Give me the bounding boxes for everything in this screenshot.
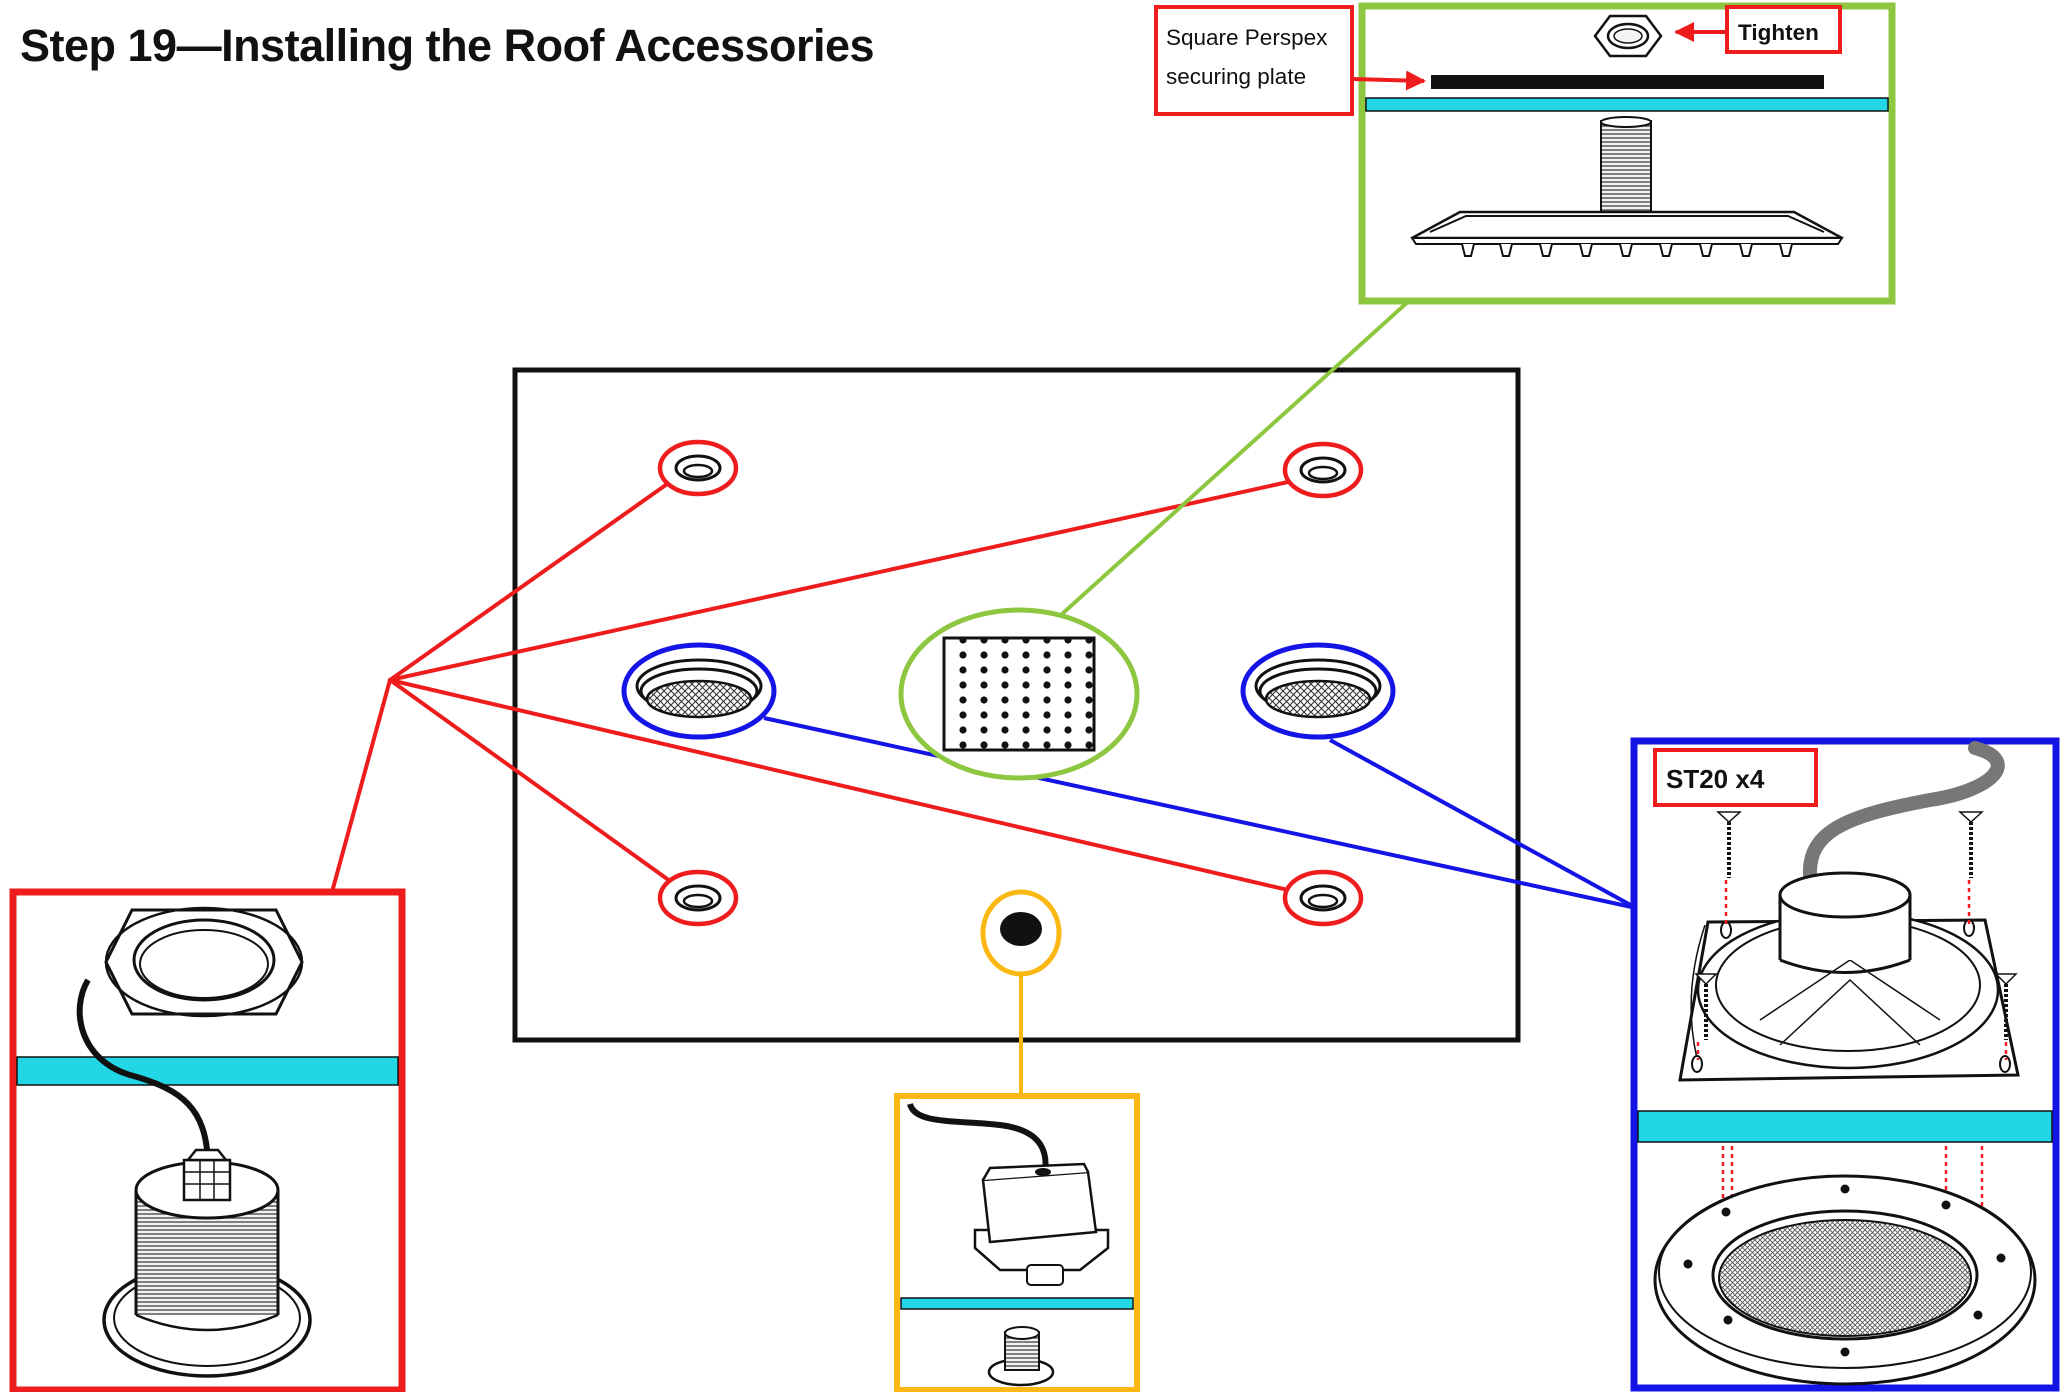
- mesh-grille-ring-icon: [1653, 1174, 2037, 1386]
- arrow-to-plate: [1351, 70, 1426, 91]
- hex-nut-icon: [104, 906, 304, 1018]
- detail-grommet-fitting: [9, 888, 406, 1392]
- leader-lines-red: [330, 480, 1290, 894]
- grommet-bottom-left[interactable]: [657, 869, 739, 927]
- callout-perspex-box: [1154, 5, 1354, 116]
- threaded-bulkhead-icon: [1410, 116, 1844, 257]
- grommet-top-right[interactable]: [1282, 441, 1364, 499]
- threaded-bulkhead-icon: [987, 1326, 1055, 1387]
- callout-perspex-line1: Square Perspex: [1166, 25, 1328, 50]
- callout-perspex-label: Square Perspex securing plate: [1166, 18, 1346, 96]
- cable-gland-fitting-icon: [102, 1148, 312, 1378]
- callout-perspex-line2: securing plate: [1166, 64, 1307, 89]
- grommet-bottom-right[interactable]: [1282, 869, 1364, 927]
- page-title: Step 19—Installing the Roof Accessories: [20, 20, 875, 71]
- detail-perspex-plate: [1351, 2, 1896, 305]
- leader-line-green: [1060, 298, 1412, 616]
- callout-screws-label: ST20 x4: [1666, 764, 1765, 794]
- detail-speaker-mount: [1630, 737, 2060, 1392]
- cable: [907, 1102, 1049, 1173]
- speaker-grille-right[interactable]: [1240, 642, 1396, 740]
- cable: [1802, 741, 2005, 882]
- callout-tighten-label: Tighten: [1738, 20, 1819, 45]
- screw-icon: [1694, 811, 2018, 1040]
- cable: [76, 978, 211, 1161]
- light-sensor-icon: [973, 1162, 1110, 1286]
- speaker-icon: [1678, 871, 2020, 1082]
- perspex-securing-plate: [1431, 75, 1824, 89]
- callout-tighten-box: [1725, 5, 1842, 54]
- grommet-top-left[interactable]: [657, 439, 739, 497]
- hex-nut-icon: [1593, 14, 1663, 58]
- detail-light-sensor: [894, 1093, 1140, 1392]
- sensor-hole[interactable]: [980, 889, 1062, 977]
- leader-lines-blue: [763, 716, 1637, 910]
- perspex-plate-location[interactable]: [898, 607, 1140, 781]
- speaker-grille-left[interactable]: [621, 642, 777, 740]
- callout-screws-box: [1653, 748, 1818, 807]
